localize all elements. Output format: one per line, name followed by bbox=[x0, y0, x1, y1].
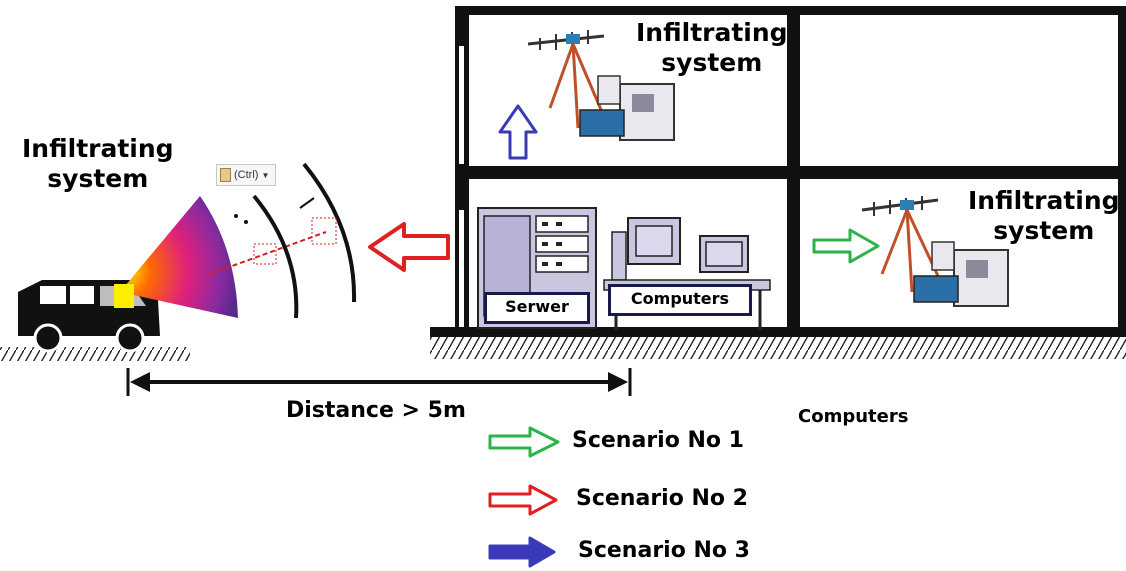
infiltrating-label-right-text: Infiltrating system bbox=[968, 186, 1120, 245]
antenna-equipment-top bbox=[527, 30, 675, 141]
chevron-down-icon: ▼ bbox=[261, 170, 270, 180]
infiltrating-label-top-text: Infiltrating system bbox=[636, 18, 788, 77]
distance-label: Distance > 5m bbox=[286, 398, 466, 423]
legend-label-2: Scenario No 2 bbox=[576, 486, 748, 511]
scenario-3-arrow bbox=[498, 104, 538, 160]
computers-box-label-text: Computers bbox=[630, 289, 730, 308]
legend-arrow-2 bbox=[488, 484, 558, 516]
scenario-2-arrow bbox=[368, 222, 450, 272]
computers-caption-text: Computers bbox=[798, 406, 909, 427]
server-label: Serwer bbox=[484, 292, 590, 324]
legend-arrow-3 bbox=[488, 536, 556, 568]
distance-label-text: Distance > 5m bbox=[286, 398, 466, 423]
clipboard-icon bbox=[220, 168, 231, 182]
signal-waves bbox=[209, 162, 357, 319]
emission-beam bbox=[120, 196, 238, 318]
computers-caption: Computers bbox=[798, 406, 908, 427]
paste-options-button[interactable]: (Ctrl) ▼ bbox=[216, 164, 276, 186]
distance-arrow bbox=[126, 368, 632, 396]
building bbox=[0, 6, 1126, 361]
legend-label-3-text: Scenario No 3 bbox=[578, 538, 750, 563]
infiltrating-label-right: Infiltrating system bbox=[968, 186, 1120, 246]
legend-label-2-text: Scenario No 2 bbox=[576, 486, 748, 511]
scenario-1-arrow bbox=[812, 228, 880, 264]
paste-options-label: (Ctrl) bbox=[234, 169, 259, 181]
infiltrating-label-left: Infiltrating system bbox=[22, 134, 174, 194]
computers-illustration bbox=[603, 217, 771, 330]
legend-label-3: Scenario No 3 bbox=[578, 538, 750, 563]
signal-source bbox=[114, 284, 134, 308]
legend-label-1: Scenario No 1 bbox=[572, 428, 744, 453]
legend-label-1-text: Scenario No 1 bbox=[572, 428, 744, 453]
legend-arrow-1 bbox=[488, 426, 560, 458]
antenna-equipment-right bbox=[861, 196, 1009, 307]
server-label-text: Serwer bbox=[505, 297, 569, 316]
infiltrating-label-top: Infiltrating system bbox=[636, 18, 788, 78]
computers-box-label: Computers bbox=[608, 284, 752, 316]
infiltrating-label-left-text: Infiltrating system bbox=[22, 134, 174, 193]
